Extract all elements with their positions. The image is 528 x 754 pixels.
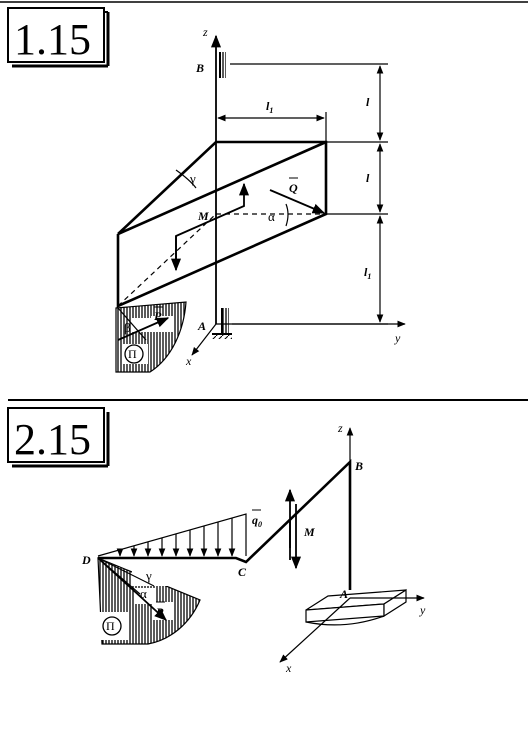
gamma-arc <box>175 169 197 189</box>
alpha-arc <box>285 203 289 227</box>
plate-diagonal <box>117 140 327 236</box>
hinge-support-icon <box>212 308 232 339</box>
problem-1-15: 1.15 z B A y x <box>0 1 528 373</box>
problem-number-box: 1.15 <box>7 7 110 68</box>
force-p-label: P <box>156 605 164 619</box>
force-p-arrow <box>117 317 170 341</box>
z-axis-label: z <box>202 25 208 39</box>
x-axis-label: x <box>285 661 292 675</box>
hinge-support-icon <box>219 52 226 78</box>
point-a-label: A <box>339 587 348 601</box>
x-axis <box>191 323 217 356</box>
plane-label: Π <box>128 347 137 361</box>
frame <box>98 458 352 590</box>
distributed-load <box>97 513 247 557</box>
point-c-label: C <box>238 565 247 579</box>
force-q-arrow <box>269 189 326 214</box>
beta-label: β <box>124 320 131 335</box>
x-axis <box>279 597 351 663</box>
load-label: q0 <box>252 513 262 529</box>
dashed-diagonal <box>117 213 217 307</box>
point-a-label: A <box>197 319 206 333</box>
plane-label: Π <box>106 619 115 633</box>
dim-l-upper: l <box>366 95 370 109</box>
moment-label: M <box>303 525 315 539</box>
point-b-label: B <box>354 459 363 473</box>
base-support-icon <box>305 588 407 626</box>
y-axis-label: y <box>394 331 401 345</box>
moment-label: M <box>197 209 209 223</box>
z-axis-label: z <box>337 421 343 435</box>
plate-outline <box>116 140 328 308</box>
moment-m <box>170 182 250 272</box>
force-p-label: P <box>154 309 162 323</box>
y-axis-label: y <box>419 603 426 617</box>
problem-number-box: 2.15 <box>7 407 110 468</box>
force-q-label: Q <box>289 181 298 195</box>
point-b-label: B <box>195 61 204 75</box>
gamma-label: γ <box>189 171 196 186</box>
dim-l1-side: l1 <box>364 265 371 281</box>
problem-number: 2.15 <box>14 415 91 464</box>
problem-number: 1.15 <box>14 15 91 64</box>
gamma-label: γ <box>145 568 152 583</box>
alpha-label: α <box>140 586 147 601</box>
problem-2-15: 2.15 z A y x B C D <box>7 407 426 675</box>
moment-m <box>284 488 302 570</box>
dim-l1-top: l1 <box>266 99 273 115</box>
x-axis-label: x <box>185 354 192 368</box>
dim-l-middle: l <box>366 171 370 185</box>
point-d-label: D <box>81 553 91 567</box>
alpha-label: α <box>268 209 275 224</box>
